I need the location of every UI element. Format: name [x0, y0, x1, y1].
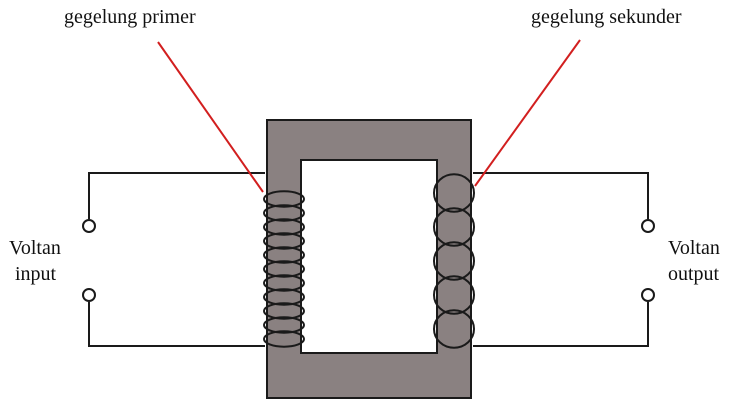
secondary-coil-turn [433, 275, 475, 315]
secondary-coil-turn [433, 241, 475, 281]
input-terminal-top[interactable] [82, 219, 96, 233]
secondary-coil-label: gegelung sekunder [531, 6, 682, 28]
input-voltage-label-line2: input [15, 263, 57, 285]
primary-coil-turn [263, 316, 305, 334]
secondary-coil [433, 173, 475, 349]
primary-coil-turn [263, 190, 305, 208]
primary-coil-turn [263, 288, 305, 306]
primary-coil-pointer [157, 41, 264, 193]
secondary-coil-turn [433, 309, 475, 349]
primary-coil-turn [263, 260, 305, 278]
primary-coil-turn [263, 204, 305, 222]
transformer-core [266, 119, 472, 399]
input-wire [88, 172, 265, 347]
input-voltage-label-line1: Voltan [9, 237, 61, 259]
output-terminal-top[interactable] [641, 219, 655, 233]
primary-coil-turn [263, 330, 305, 348]
primary-coil-label: gegelung primer [64, 6, 196, 28]
input-terminal-bottom[interactable] [82, 288, 96, 302]
secondary-coil-pointer [474, 39, 581, 187]
secondary-coil-turn [433, 173, 475, 213]
primary-coil-turn [263, 218, 305, 236]
primary-coil-turn [263, 302, 305, 320]
primary-coil-turn [263, 274, 305, 292]
primary-coil-turn [263, 232, 305, 250]
output-voltage-label-line2: output [668, 263, 720, 285]
output-terminal-bottom[interactable] [641, 288, 655, 302]
output-wire [473, 172, 649, 347]
primary-coil [263, 190, 305, 348]
output-voltage-label-line1: Voltan [668, 237, 720, 259]
primary-coil-turn [263, 246, 305, 264]
secondary-coil-turn [433, 207, 475, 247]
